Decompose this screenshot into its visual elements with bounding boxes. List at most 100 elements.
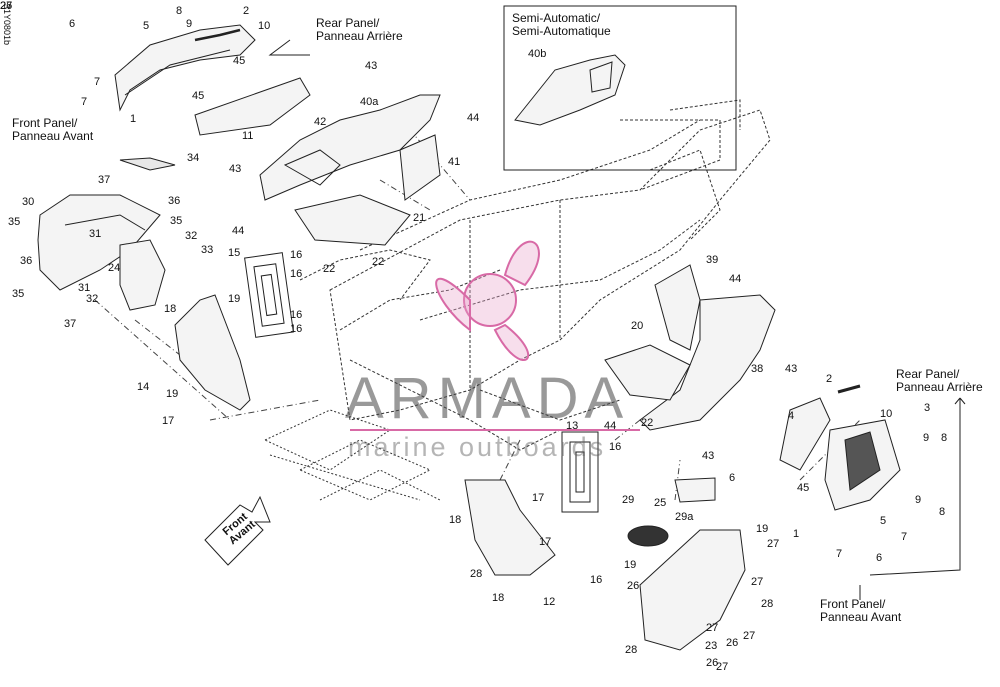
- callout-2: 2: [826, 373, 833, 385]
- callout-13: 13: [566, 420, 579, 432]
- callout-41: 41: [448, 156, 461, 168]
- callout-29a: 29a: [675, 511, 694, 523]
- callout-19: 19: [166, 388, 179, 400]
- callout-9: 9: [915, 494, 922, 506]
- callout-35: 35: [12, 288, 25, 300]
- callout-1: 1: [130, 113, 137, 125]
- callout-27: 27: [743, 630, 756, 642]
- callout-28: 28: [761, 598, 774, 610]
- callout-6: 6: [876, 552, 883, 564]
- callout-12: 12: [543, 596, 556, 608]
- callout-6: 6: [729, 472, 736, 484]
- callout-17: 17: [532, 492, 545, 504]
- callout-14: 14: [137, 381, 150, 393]
- callout-32: 32: [185, 230, 198, 242]
- callout-27: 27: [706, 622, 719, 634]
- callout-7: 7: [94, 76, 101, 88]
- callout-16: 16: [290, 249, 303, 261]
- callout-6: 6: [69, 18, 76, 30]
- callout-19: 19: [624, 559, 637, 571]
- callout-44: 44: [232, 225, 245, 237]
- callout-16: 16: [590, 574, 603, 586]
- callout-7: 7: [81, 96, 88, 108]
- callout-30: 30: [22, 196, 35, 208]
- callout-37: 37: [64, 318, 77, 330]
- callout-21: 21: [413, 212, 426, 224]
- callout-16: 16: [609, 441, 622, 453]
- callout-2: 2: [243, 5, 250, 17]
- callout-16: 16: [290, 323, 303, 335]
- callout-5: 5: [880, 515, 887, 527]
- callout-26: 26: [706, 657, 719, 669]
- callout-24: 24: [108, 262, 121, 274]
- callout-26: 26: [726, 637, 739, 649]
- callout-16: 16: [290, 268, 303, 280]
- callout-3: 3: [924, 402, 931, 414]
- callout-38: 38: [751, 363, 764, 375]
- callout-19: 19: [228, 293, 241, 305]
- callout-19: 19: [756, 523, 769, 535]
- callout-27: 27: [751, 576, 764, 588]
- callout-43: 43: [785, 363, 798, 375]
- callout-20: 20: [631, 320, 644, 332]
- callout-18: 18: [164, 303, 177, 315]
- callout-42: 42: [314, 116, 327, 128]
- callout-35: 35: [8, 216, 21, 228]
- callout-27: 27: [716, 661, 729, 673]
- callout-43: 43: [365, 60, 378, 72]
- callout-36: 36: [20, 255, 33, 267]
- callout-35: 35: [170, 215, 183, 227]
- callout-33: 33: [201, 244, 214, 256]
- callout-44: 44: [467, 112, 480, 124]
- note-rear-panel-top: Rear Panel/ Panneau Arrière: [316, 16, 403, 43]
- callout-32: 32: [86, 293, 99, 305]
- callout-22: 22: [641, 417, 654, 429]
- callout-9: 9: [923, 432, 930, 444]
- watermark-title: ARMADA: [345, 366, 630, 431]
- callout-8: 8: [176, 5, 183, 17]
- watermark-subtitle: marine outboards: [348, 432, 607, 462]
- callout-37: 37: [98, 174, 111, 186]
- callout-8: 8: [939, 506, 946, 518]
- callout-28: 28: [625, 644, 638, 656]
- callout-39: 39: [706, 254, 719, 266]
- callout-1: 1: [793, 528, 800, 540]
- callout-40b: 40b: [528, 48, 547, 60]
- callout-27: 27: [767, 538, 780, 550]
- callout-23: 23: [705, 640, 718, 652]
- callout-18: 18: [492, 592, 505, 604]
- callout-25: 25: [654, 497, 667, 509]
- callout-10: 10: [880, 408, 893, 420]
- callout-7: 7: [836, 548, 843, 560]
- callout-9: 9: [186, 18, 193, 30]
- callout-17: 17: [162, 415, 175, 427]
- callout-31: 31: [78, 282, 91, 294]
- note-front-panel-left: Front Panel/ Panneau Avant: [12, 116, 94, 143]
- callout-18: 18: [449, 514, 462, 526]
- callout-15: 15: [228, 247, 241, 259]
- note-front-panel-right: Front Panel/ Panneau Avant: [820, 597, 902, 624]
- callout-16: 16: [290, 309, 303, 321]
- callout-45: 45: [192, 90, 205, 102]
- callout-43: 43: [229, 163, 242, 175]
- note-semi-automatic: Semi-Automatic/ Semi-Automatique: [512, 11, 611, 38]
- callout-4: 4: [788, 410, 795, 422]
- callout-45: 45: [797, 482, 810, 494]
- callout-28: 28: [470, 568, 483, 580]
- callout-17: 17: [539, 536, 552, 548]
- callout-26: 26: [0, 0, 13, 12]
- callout-36: 36: [168, 195, 181, 207]
- callout-45: 45: [233, 55, 246, 67]
- callout-29: 29: [622, 494, 635, 506]
- note-rear-panel-right: Rear Panel/ Panneau Arrière: [896, 367, 983, 394]
- callout-8: 8: [941, 432, 948, 444]
- callout-11: 11: [242, 130, 254, 142]
- callout-5: 5: [143, 20, 150, 32]
- callout-31: 31: [89, 228, 102, 240]
- callout-7: 7: [901, 531, 908, 543]
- callout-44: 44: [604, 420, 617, 432]
- callout-27: 27: [0, 0, 13, 12]
- callout-44: 44: [729, 273, 742, 285]
